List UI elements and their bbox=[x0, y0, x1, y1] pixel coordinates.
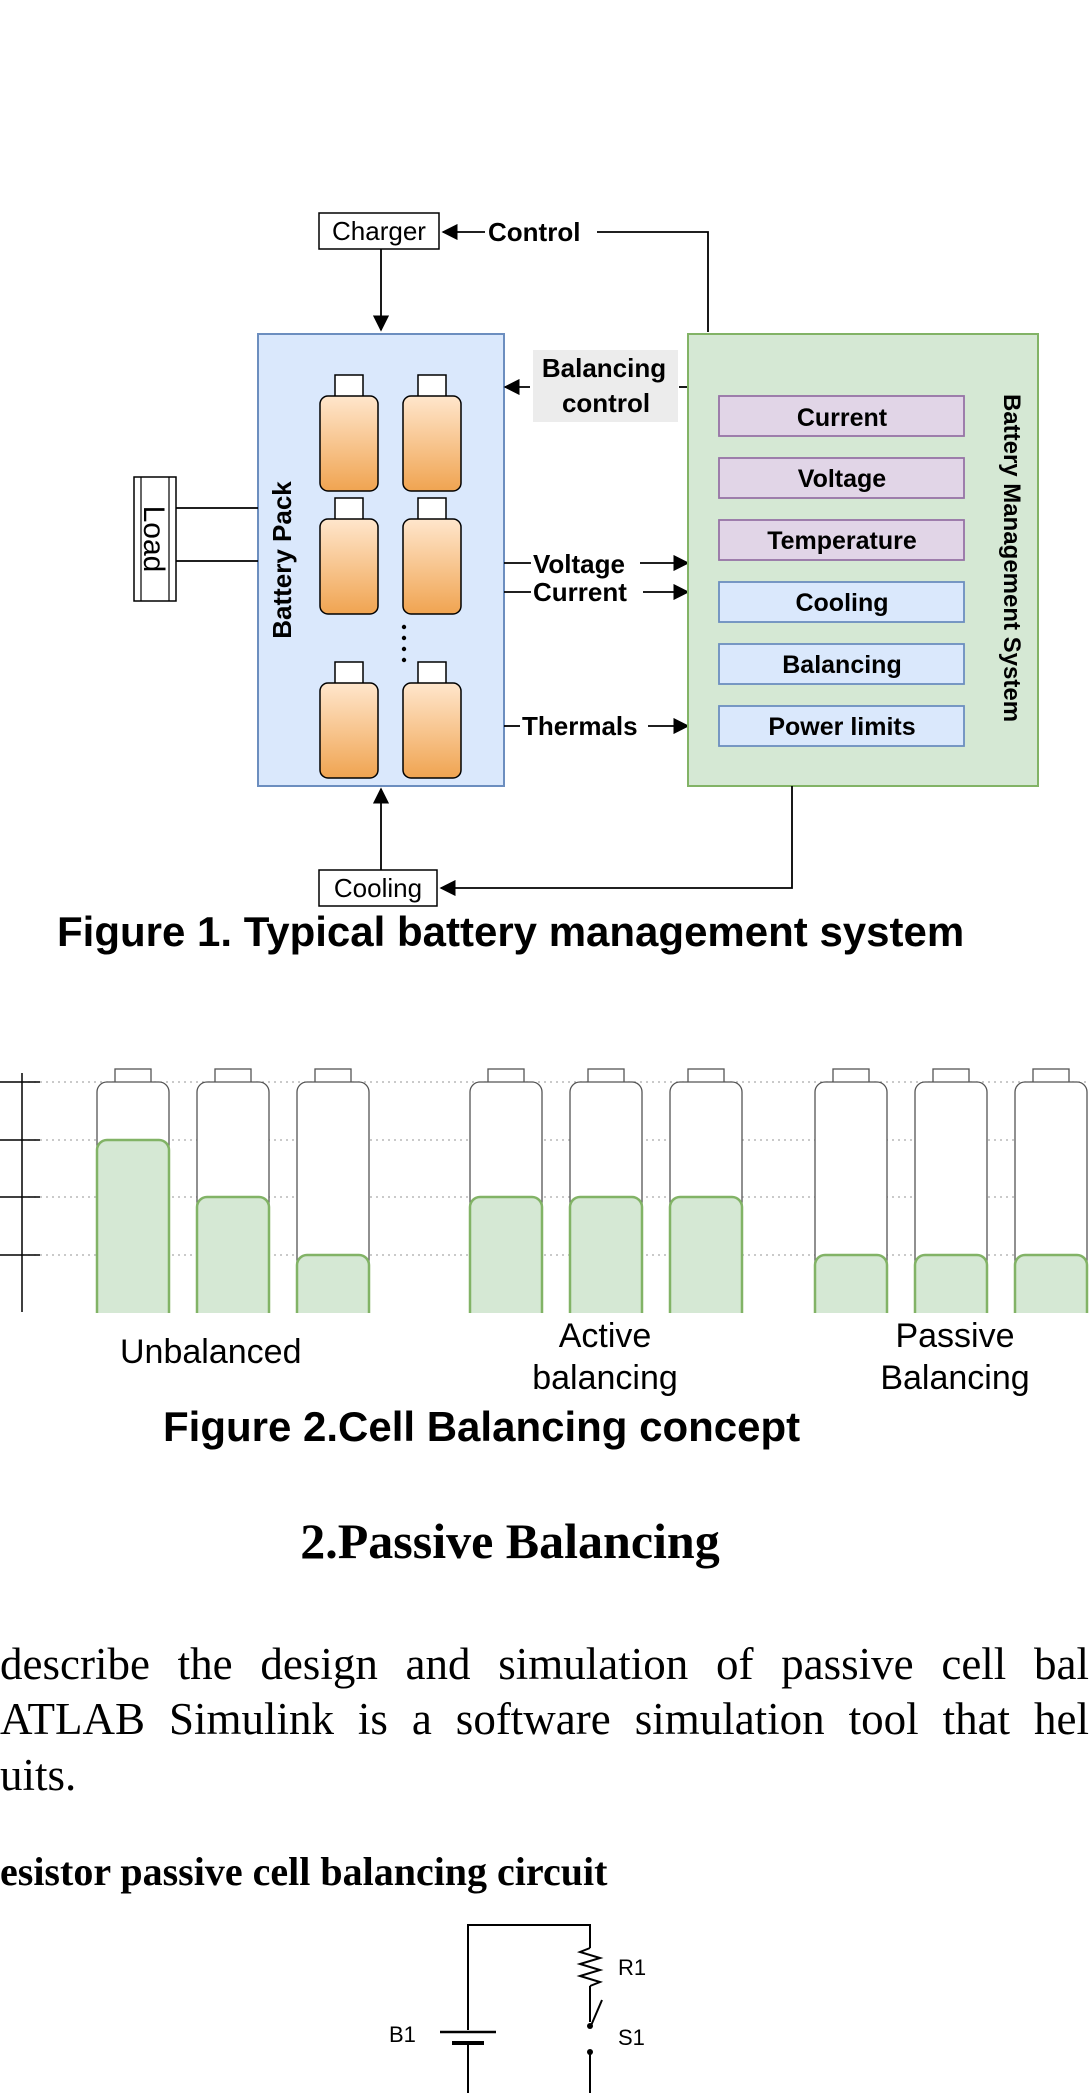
section-heading: 2.Passive Balancing bbox=[300, 1513, 720, 1569]
current-signal-label: Current bbox=[533, 577, 627, 607]
circuit-wire bbox=[467, 1924, 591, 2030]
paragraph-line: describe the design and simulation of pa… bbox=[0, 1639, 1089, 1689]
cooling-label: Cooling bbox=[334, 873, 422, 903]
cell-bar bbox=[668, 1068, 744, 1356]
paragraph-line: ATLAB Simulink is a software simulation … bbox=[0, 1694, 1089, 1744]
switch-contact bbox=[587, 2049, 593, 2055]
bms-item-label: Current bbox=[797, 404, 888, 432]
figure-1-bms-diagram: Charger Control Battery Pack Load bbox=[133, 212, 1039, 907]
cell-bar bbox=[813, 1068, 889, 1356]
balancing-control-label: control bbox=[562, 388, 650, 418]
bms-title: Battery Management System bbox=[998, 394, 1025, 722]
bms-item-power-limits bbox=[718, 705, 965, 747]
battery-cell bbox=[319, 374, 379, 492]
battery-cell bbox=[319, 661, 379, 779]
cooling-box bbox=[318, 869, 438, 907]
battery-cell bbox=[402, 374, 462, 492]
switch-s1 bbox=[589, 1999, 603, 2029]
ellipsis-dots bbox=[401, 624, 407, 663]
load-label: Load bbox=[137, 506, 170, 573]
group-label-line: balancing bbox=[532, 1359, 678, 1397]
bms-item-label: Balancing bbox=[782, 651, 901, 679]
group-label-line: Passive bbox=[895, 1317, 1015, 1355]
cooling-control-line bbox=[439, 786, 793, 897]
battery-cell bbox=[319, 497, 379, 615]
charger-box bbox=[318, 212, 440, 250]
subsection-heading: esistor passive cell balancing circuit bbox=[0, 1849, 608, 1894]
group-label-unbalanced: Unbalanced bbox=[120, 1333, 302, 1371]
battery-pack bbox=[257, 333, 505, 787]
group-label-passive: Passive Balancing bbox=[855, 1315, 1055, 1399]
group-label-line: Balancing bbox=[880, 1359, 1030, 1397]
control-line bbox=[597, 231, 709, 332]
cell-bar bbox=[1013, 1068, 1089, 1356]
bms-item-current bbox=[718, 395, 965, 437]
control-label: Control bbox=[488, 217, 580, 247]
resistor-circuit-diagram: B1 R1 S1 bbox=[389, 1924, 646, 2093]
thermals-signal-label: Thermals bbox=[522, 711, 638, 741]
cell-bar bbox=[295, 1068, 371, 1356]
balancing-control-bg bbox=[533, 350, 678, 422]
figure-2-label-area bbox=[0, 1313, 1089, 1393]
figure-2-caption: Figure 2.Cell Balancing concept bbox=[163, 1403, 801, 1450]
figure-1-caption: Figure 1. Typical battery management sys… bbox=[57, 908, 965, 955]
bms-item-balancing bbox=[718, 643, 965, 685]
figure-2-cell-balancing bbox=[0, 1068, 1089, 1356]
bms-item-cooling bbox=[718, 581, 965, 623]
bms-item-temperature bbox=[718, 519, 965, 561]
voltage-signal-label: Voltage bbox=[533, 549, 625, 579]
battery-cell bbox=[402, 497, 462, 615]
resistor-r1 bbox=[576, 1947, 604, 1987]
battery-pack-label: Battery Pack bbox=[267, 481, 297, 639]
group-label-line: Active bbox=[558, 1317, 652, 1355]
bms-item-label: Voltage bbox=[798, 465, 887, 493]
battery-cell bbox=[402, 661, 462, 779]
charger-label: Charger bbox=[332, 216, 426, 246]
bms-item-voltage bbox=[718, 457, 965, 499]
cell-bar bbox=[95, 1068, 171, 1356]
bms-item-label: Power limits bbox=[768, 713, 915, 741]
paragraph-line: uits. bbox=[0, 1750, 77, 1800]
switch-contact bbox=[587, 2023, 593, 2029]
balancing-control-label: Balancing bbox=[542, 353, 666, 383]
group-label-active: Active balancing bbox=[510, 1315, 700, 1399]
r1-label: R1 bbox=[618, 1955, 646, 1980]
bms-item-label: Temperature bbox=[767, 527, 917, 555]
cell-bar bbox=[568, 1068, 644, 1356]
cell-bar bbox=[468, 1068, 544, 1356]
cell-bar bbox=[913, 1068, 989, 1356]
b1-label: B1 bbox=[389, 2022, 416, 2047]
bms-item-label: Cooling bbox=[795, 589, 888, 617]
cell-bar bbox=[195, 1068, 271, 1356]
gridline bbox=[22, 1081, 1089, 1256]
s1-label: S1 bbox=[618, 2025, 645, 2050]
